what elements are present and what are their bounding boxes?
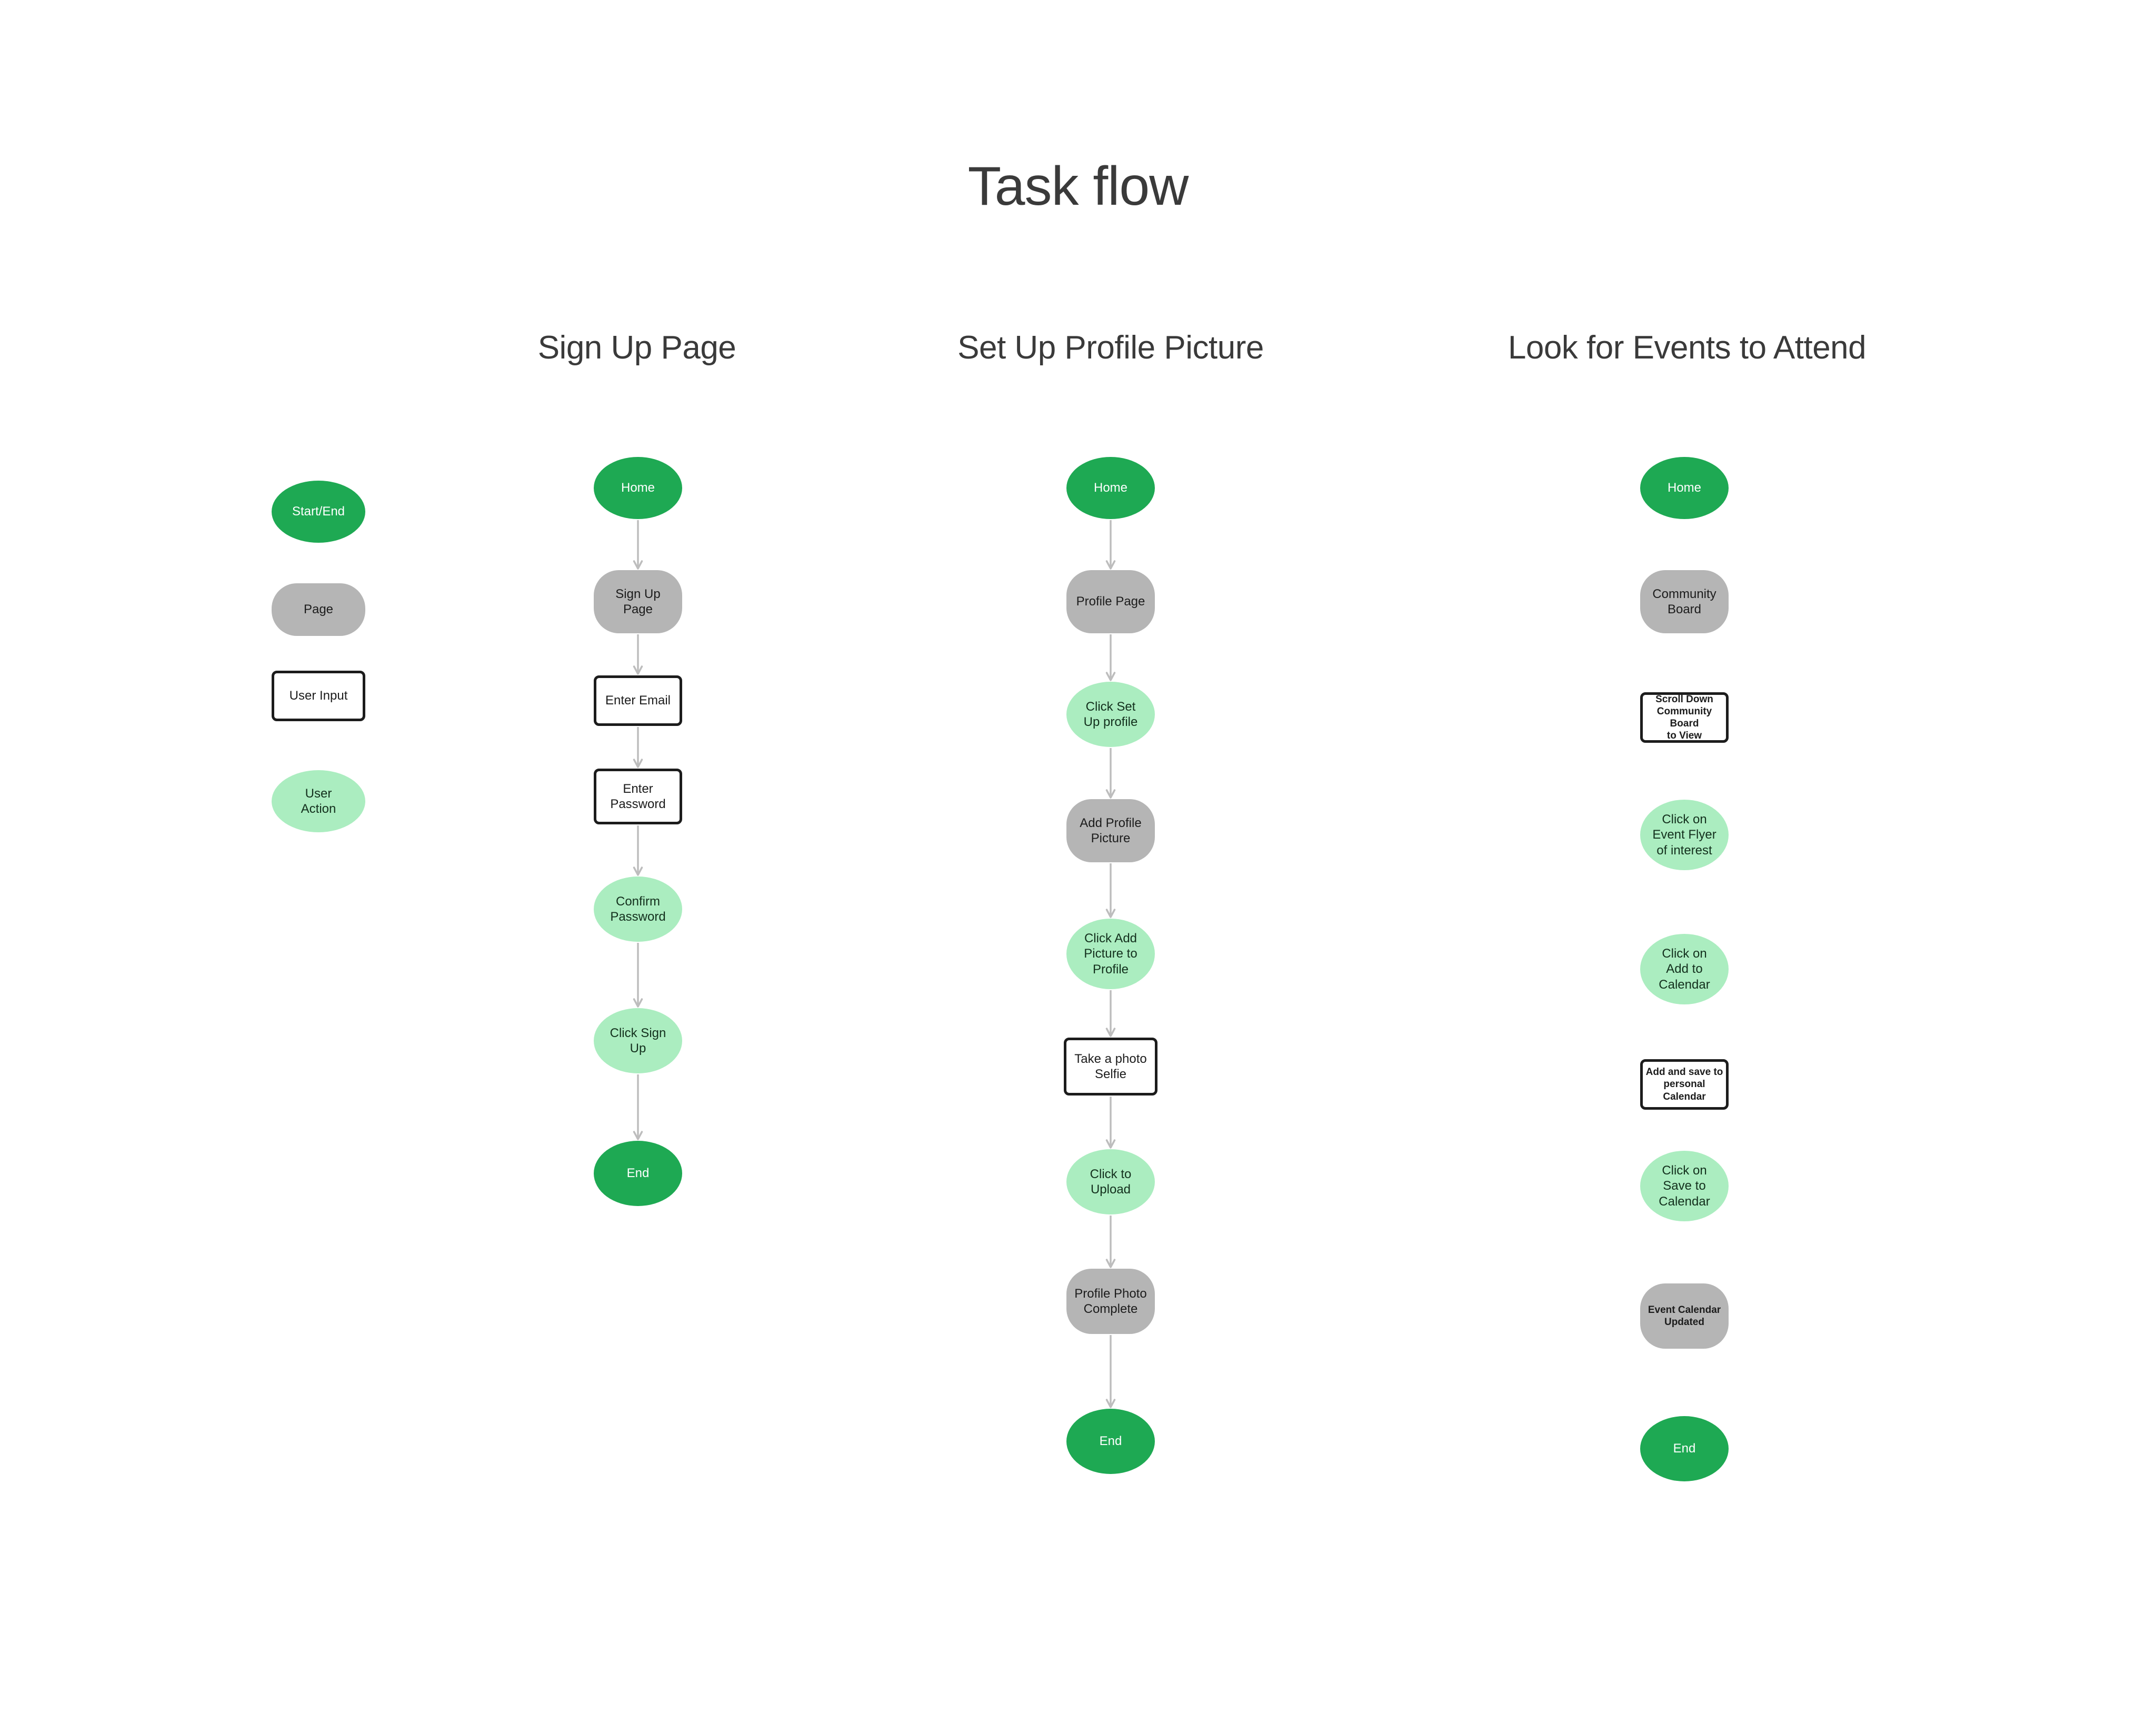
node-label: Event Calendar Updated (1648, 1304, 1721, 1328)
node-label: Add and save to personal Calendar (1645, 1067, 1723, 1102)
node-sign-up-page-c0[interactable]: Sign Up Page (594, 570, 682, 633)
node-confirm-password-c0[interactable]: Confirm Password (594, 877, 682, 942)
node-label: Home (1093, 481, 1128, 495)
node-label: Click Sign Up (610, 1025, 666, 1055)
node-click-to-upload-c1[interactable]: Click to Upload (1066, 1149, 1155, 1214)
node-home-c1[interactable]: Home (1066, 457, 1155, 519)
node-label: Profile Photo Complete (1074, 1286, 1147, 1316)
node-label: Click on Save to Calendar (1659, 1163, 1710, 1209)
flow-connector-arrow (1100, 748, 1121, 799)
node-enter-password-c0[interactable]: Enter Password (594, 769, 682, 824)
flow-connector-arrow (627, 943, 648, 1008)
node-end-c1[interactable]: End (1066, 1409, 1155, 1474)
node-end-c0[interactable]: End (594, 1141, 682, 1206)
node-click-sign-up-c0[interactable]: Click Sign Up (594, 1008, 682, 1073)
legend-item-user-input: User Input (272, 671, 365, 721)
legend-item-page: Page (272, 583, 365, 636)
node-label: End (1673, 1441, 1696, 1456)
page-title: Task flow (967, 156, 1189, 217)
node-event-calendar-updated-c2[interactable]: Event Calendar Updated (1640, 1283, 1729, 1349)
node-click-on-save-to-calendar-c2[interactable]: Click on Save to Calendar (1640, 1151, 1729, 1221)
legend-item-user-action: User Action (272, 770, 365, 832)
flow-connector-arrow (1100, 990, 1121, 1037)
node-profile-page-c1[interactable]: Profile Page (1066, 570, 1155, 633)
node-click-on-event-flyer-of-interest-c2[interactable]: Click on Event Flyer of interest (1640, 800, 1729, 870)
column-header-set-up-profile-picture: Set Up Profile Picture (957, 330, 1264, 366)
node-community-board-c2[interactable]: Community Board (1640, 570, 1729, 633)
column-header-sign-up-page: Sign Up Page (537, 330, 736, 366)
flow-connector-arrow (627, 727, 648, 768)
node-label: Take a photo Selfie (1074, 1051, 1147, 1081)
node-end-c2[interactable]: End (1640, 1416, 1729, 1481)
flow-connector-arrow (1100, 520, 1121, 570)
column-header-look-for-events-to-attend: Look for Events to Attend (1508, 330, 1866, 366)
flow-connector-arrow (1100, 1097, 1121, 1149)
node-label: End (626, 1166, 650, 1181)
node-click-on-add-to-calendar-c2[interactable]: Click on Add to Calendar (1640, 934, 1729, 1004)
node-label: User Input (289, 689, 348, 703)
node-add-profile-picture-c1[interactable]: Add Profile Picture (1066, 799, 1155, 862)
legend-item-start-end: Start/End (272, 481, 365, 543)
node-home-c0[interactable]: Home (594, 457, 682, 519)
node-label: Add Profile Picture (1080, 815, 1142, 845)
node-label: Click on Event Flyer of interest (1652, 812, 1716, 858)
node-home-c2[interactable]: Home (1640, 457, 1729, 519)
node-label: Start/End (292, 504, 345, 519)
node-take-a-photo-selfie-c1[interactable]: Take a photo Selfie (1064, 1038, 1157, 1095)
node-label: Enter Password (610, 781, 666, 811)
flow-connector-arrow (627, 1074, 648, 1140)
flow-connector-arrow (627, 825, 648, 876)
node-add-and-save-to-personal-calendar-c2[interactable]: Add and save to personal Calendar (1640, 1059, 1729, 1110)
node-click-set-up-profile-c1[interactable]: Click Set Up profile (1066, 682, 1155, 747)
flow-connector-arrow (1100, 634, 1121, 681)
node-label: Profile Page (1076, 594, 1145, 609)
node-label: Page (303, 602, 334, 617)
node-label: User Action (301, 786, 336, 816)
node-label: Community Board (1652, 586, 1716, 616)
node-click-add-picture-to-profile-c1[interactable]: Click Add Picture to Profile (1066, 919, 1155, 989)
node-label: Enter Email (605, 693, 671, 708)
flow-connector-arrow (1100, 1216, 1121, 1268)
node-label: Home (1667, 481, 1702, 495)
node-label: Sign Up Page (615, 586, 661, 616)
node-label: Confirm Password (610, 894, 666, 924)
flow-connector-arrow (1100, 1335, 1121, 1408)
node-label: Scroll Down Community Board to View (1655, 693, 1713, 742)
node-label: End (1099, 1434, 1122, 1449)
flow-connector-arrow (1100, 863, 1121, 918)
flow-connector-arrow (627, 520, 648, 570)
node-label: Click to Upload (1090, 1167, 1132, 1197)
node-enter-email-c0[interactable]: Enter Email (594, 675, 682, 726)
node-label: Click on Add to Calendar (1659, 947, 1710, 992)
node-label: Click Add Picture to Profile (1084, 931, 1137, 977)
node-label: Home (621, 481, 655, 495)
node-profile-photo-complete-c1[interactable]: Profile Photo Complete (1066, 1269, 1155, 1334)
node-scroll-down-community-board-to-view-c2[interactable]: Scroll Down Community Board to View (1640, 692, 1729, 743)
flow-connector-arrow (627, 634, 648, 675)
node-label: Click Set Up profile (1083, 699, 1138, 729)
